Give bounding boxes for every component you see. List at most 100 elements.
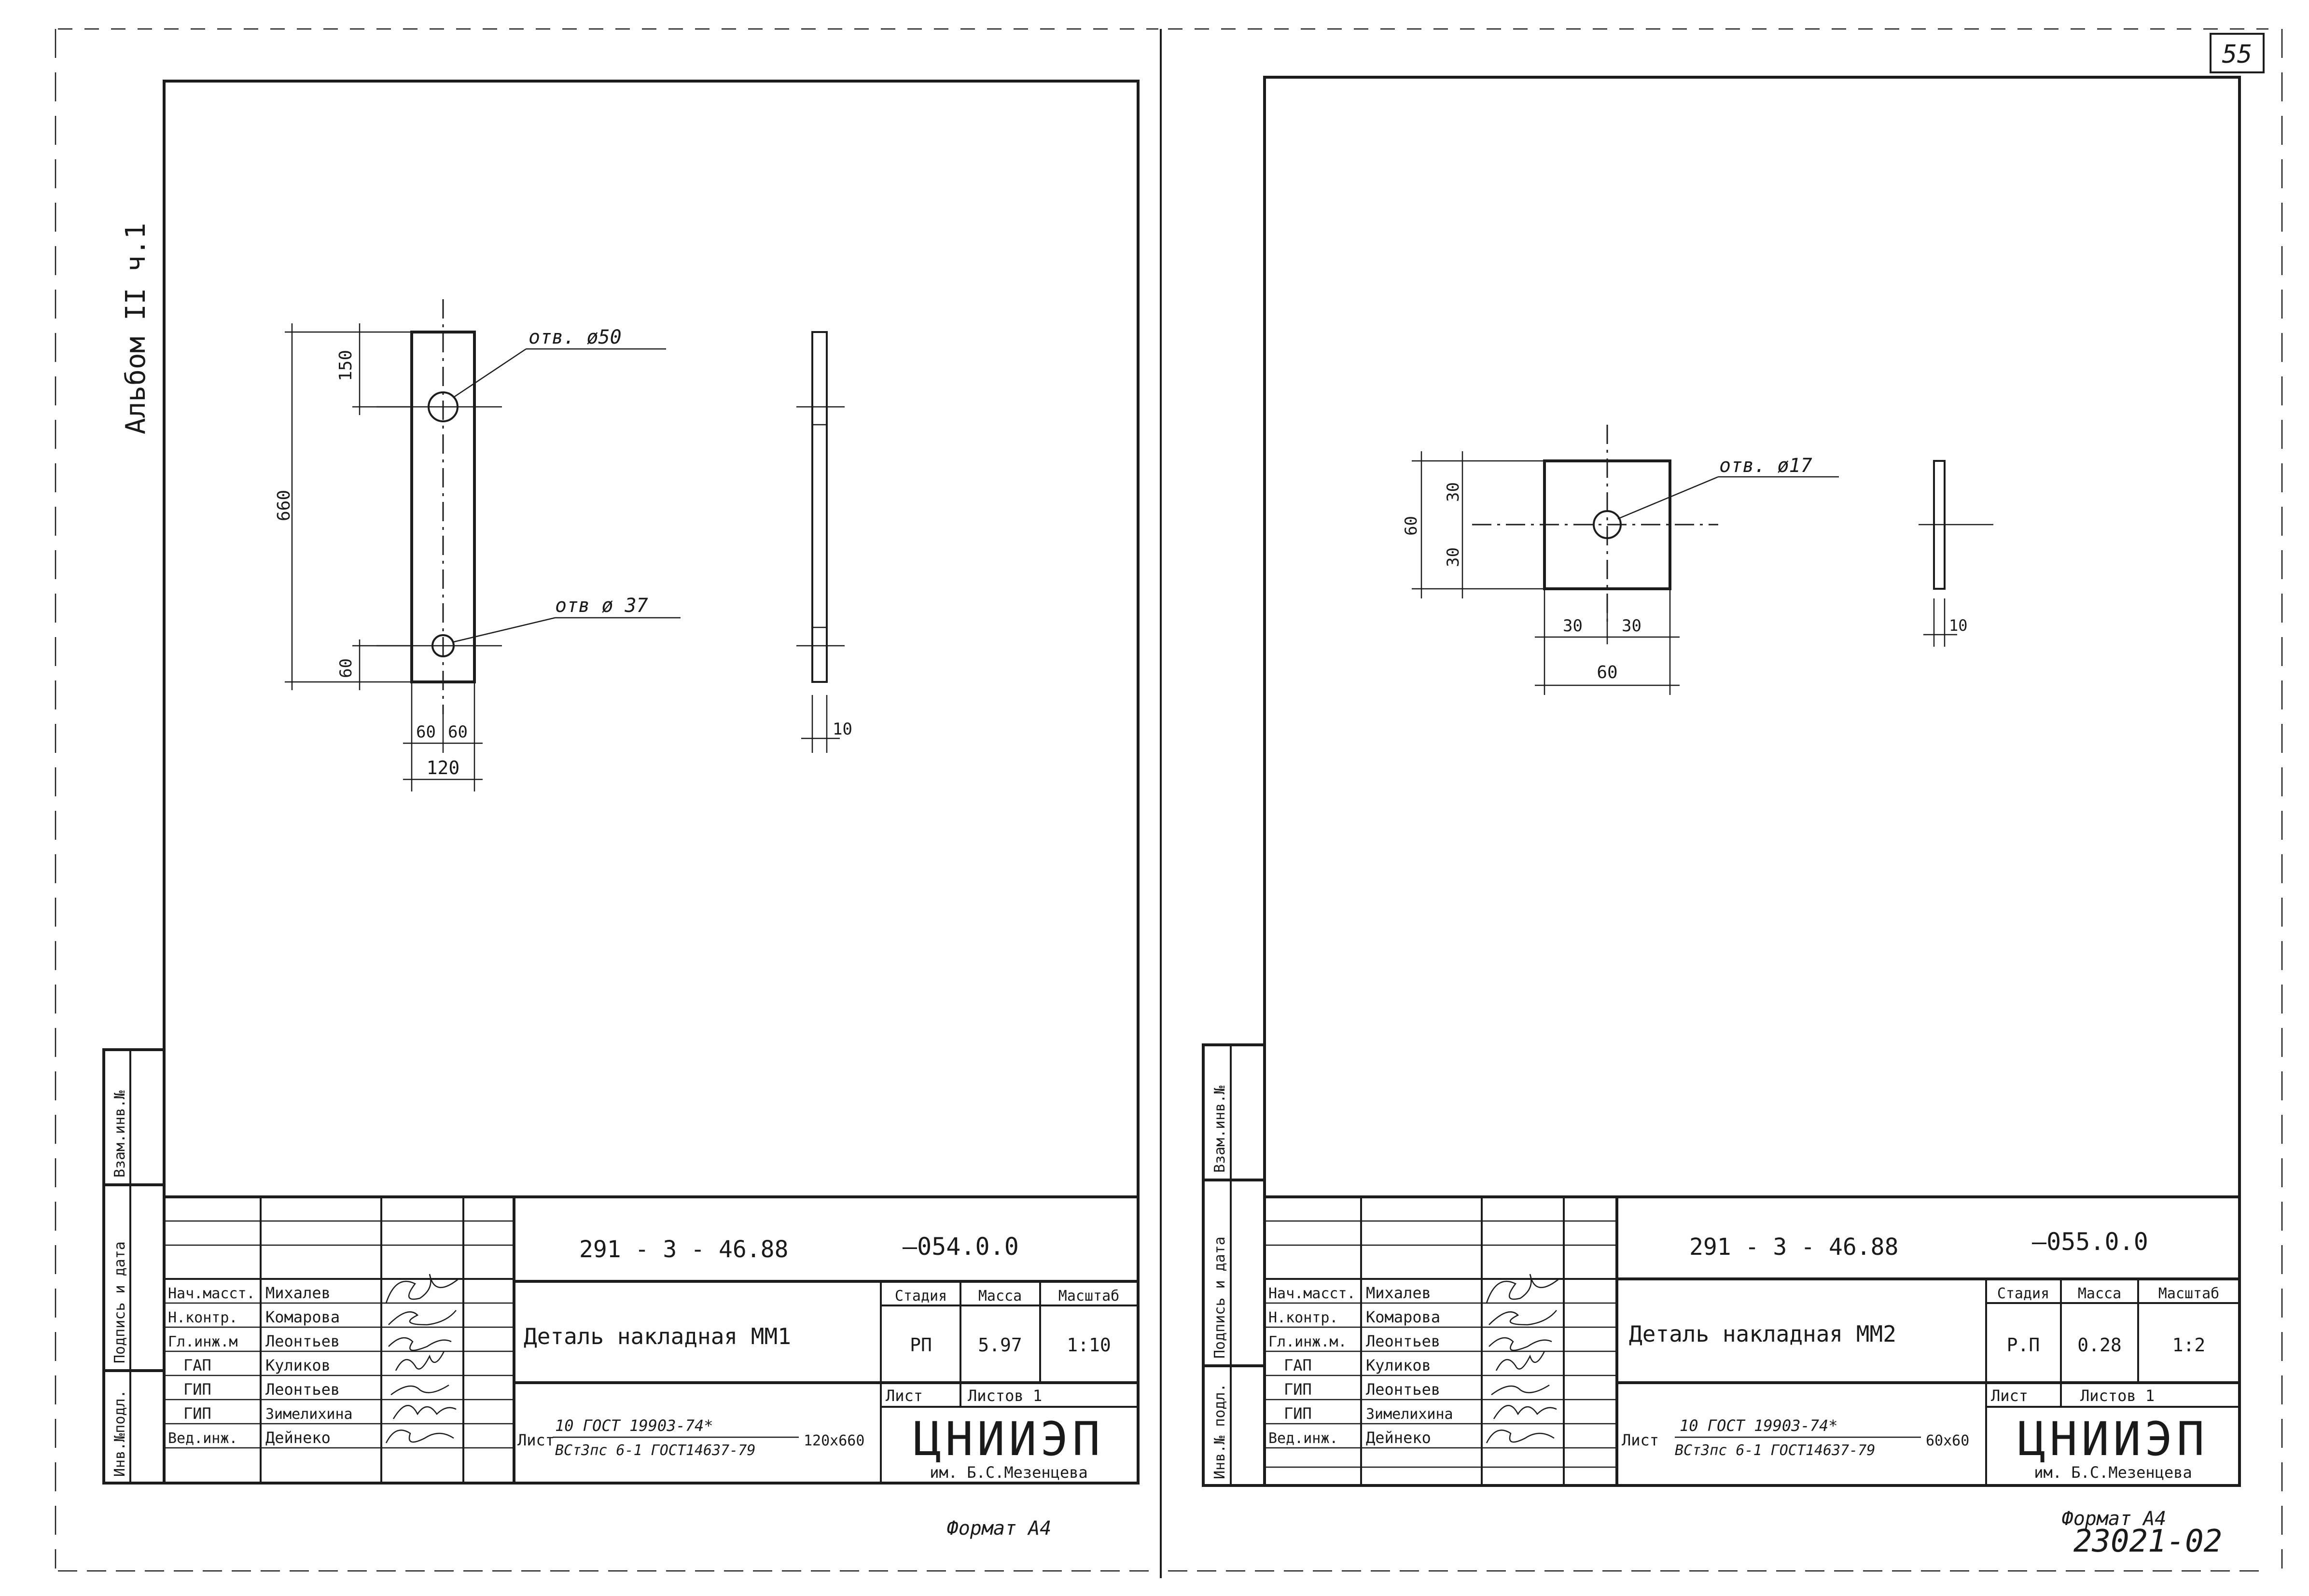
hole-label: отв. ø17 bbox=[1719, 455, 1812, 477]
col-header-mass: Масса bbox=[2078, 1285, 2121, 1302]
staff-role: ГАП bbox=[1284, 1356, 1312, 1374]
staff-name: Куликов bbox=[1366, 1356, 1431, 1374]
staff-name: Дейнеко bbox=[1366, 1429, 1431, 1447]
dim-30-d: 30 bbox=[1622, 616, 1641, 636]
page-frame bbox=[55, 28, 2283, 1578]
col-header-stage: Стадия bbox=[895, 1288, 947, 1305]
page-number: 55 bbox=[2222, 40, 2253, 69]
staff-role: Вед.инж. bbox=[168, 1430, 238, 1447]
sheets-count: Листов 1 bbox=[2080, 1387, 2155, 1405]
scale-value: 1:10 bbox=[1067, 1334, 1111, 1356]
dim-60-a: 60 bbox=[416, 722, 436, 742]
staff-role: Гл.инж.м. bbox=[1268, 1333, 1347, 1350]
title-block-right: Нач.масст. Михалев Н.контр. Комарова Гл.… bbox=[1265, 1195, 2239, 1530]
staff-name: Леонтьев bbox=[1366, 1332, 1440, 1350]
mass-value: 0.28 bbox=[2077, 1334, 2122, 1356]
dim-60-b: 60 bbox=[448, 722, 468, 742]
staff-role: ГИП bbox=[1284, 1404, 1312, 1423]
dim-10-mm1: 10 bbox=[833, 720, 852, 739]
dim-150: 150 bbox=[336, 350, 356, 381]
col-header-stage: Стадия bbox=[1997, 1285, 2049, 1302]
dim-60-v: 60 bbox=[336, 658, 356, 678]
sheet-code: –055.0.0 bbox=[2032, 1228, 2148, 1256]
staff-role: Н.контр. bbox=[168, 1309, 238, 1326]
scale-value: 1:2 bbox=[2172, 1334, 2206, 1356]
format-label: Формат А4 bbox=[947, 1517, 1052, 1540]
org-sub: им. Б.С.Мезенцева bbox=[930, 1463, 1088, 1482]
material-top: 10 ГОСТ 19903-74* bbox=[1680, 1416, 1838, 1435]
staff-name: Леонтьев bbox=[265, 1380, 340, 1399]
dim-120: 120 bbox=[427, 757, 460, 778]
staff-role: Вед.инж. bbox=[1268, 1430, 1338, 1447]
side-label-sign: Подпись и дата bbox=[111, 1241, 128, 1363]
staff-role: ГИП bbox=[183, 1404, 211, 1423]
staff-role: Гл.инж.м bbox=[168, 1333, 238, 1350]
staff-role: ГАП bbox=[183, 1356, 211, 1374]
part-title: Деталь накладная ММ1 bbox=[524, 1323, 791, 1349]
staff-role: ГИП bbox=[1284, 1380, 1312, 1399]
staff-role: Нач.масст. bbox=[168, 1285, 255, 1302]
side-label-replace: Взам.инв.№ bbox=[111, 1090, 128, 1178]
hole-top-label: отв. ø50 bbox=[529, 326, 622, 348]
part-title: Деталь накладная ММ2 bbox=[1629, 1321, 1896, 1347]
stage-value: РП bbox=[910, 1334, 932, 1356]
side-view-mm1 bbox=[811, 331, 828, 683]
org-name: ЦНИИЭП bbox=[914, 1412, 1104, 1466]
staff-name: Зимелихина bbox=[1366, 1406, 1453, 1423]
signatures bbox=[1486, 1274, 1559, 1443]
material-top: 10 ГОСТ 19903-74* bbox=[555, 1416, 713, 1435]
sheet-label: Лист bbox=[1991, 1387, 2028, 1405]
sheet-code: –054.0.0 bbox=[903, 1233, 1019, 1261]
material-bottom: ВСт3пс 6-1 ГОСТ14637-79 bbox=[555, 1442, 755, 1459]
dim-60-h: 60 bbox=[1597, 663, 1617, 682]
staff-role: ГИП bbox=[183, 1380, 211, 1399]
hole-17 bbox=[1593, 510, 1622, 539]
side-label-replace: Взам.инв.№ bbox=[1211, 1085, 1228, 1173]
title-block-left: Нач.масст. Михалев Н.контр. Комарова Гл.… bbox=[164, 1195, 1138, 1540]
album-label: Альбом II ч.1 bbox=[120, 223, 152, 434]
org-sub: им. Б.С.Мезенцева bbox=[2034, 1463, 2192, 1482]
hole-bottom-label: отв ø 37 bbox=[555, 595, 648, 617]
material-prefix: Лист bbox=[517, 1431, 555, 1449]
drawing-mm2: отв. ø17 60 30 30 30 30 60 10 bbox=[1402, 425, 1993, 695]
staff-name: Дейнеко bbox=[265, 1429, 331, 1447]
col-header-scale: Масштаб bbox=[2158, 1285, 2219, 1302]
dim-60-v: 60 bbox=[1402, 516, 1421, 536]
staff-name: Куликов bbox=[265, 1356, 331, 1374]
staff-name: Леонтьев bbox=[265, 1332, 340, 1350]
staff-name: Михалев bbox=[1366, 1284, 1431, 1302]
col-header-mass: Масса bbox=[978, 1288, 1022, 1305]
sheet-label: Лист bbox=[886, 1387, 923, 1405]
dim-30-a: 30 bbox=[1444, 482, 1463, 502]
staff-name: Комарова bbox=[1366, 1308, 1440, 1326]
side-label-inv: Инв.№подл. bbox=[111, 1389, 128, 1477]
page-number-box: 55 bbox=[2210, 33, 2265, 73]
staff-role: Н.контр. bbox=[1268, 1309, 1338, 1326]
mass-value: 5.97 bbox=[978, 1334, 1022, 1356]
stage-value: Р.П bbox=[2007, 1334, 2040, 1356]
right-sheet: Инв.№ подл. Подпись и дата Взам.инв.№ На… bbox=[1202, 76, 2241, 1530]
material-size: 120x660 bbox=[804, 1432, 864, 1449]
staff-name: Михалев bbox=[265, 1284, 331, 1302]
drawing-mm1: отв. ø50 отв ø 37 660 150 60 60 60 120 bbox=[274, 299, 852, 791]
left-sheet: Инв.№подл. Подпись и дата Взам.инв.№ bbox=[102, 80, 1140, 1540]
staff-name: Зимелихина bbox=[265, 1406, 353, 1423]
archive-number: 23021-02 bbox=[2073, 1524, 2222, 1559]
dim-10-mm2: 10 bbox=[1949, 616, 1968, 635]
format-label: Формат А4 bbox=[2062, 1508, 2167, 1530]
dim-30-b: 30 bbox=[1444, 547, 1463, 567]
staff-name: Леонтьев bbox=[1366, 1380, 1440, 1399]
dim-30-c: 30 bbox=[1563, 616, 1583, 636]
side-label-inv: Инв.№ подл. bbox=[1211, 1383, 1228, 1479]
material-prefix: Лист bbox=[1622, 1431, 1659, 1449]
drawing-number: 291 - 3 - 46.88 bbox=[1689, 1234, 1898, 1261]
staff-role: Нач.масст. bbox=[1268, 1285, 1356, 1302]
drawing-number: 291 - 3 - 46.88 bbox=[579, 1236, 788, 1263]
material-bottom: ВСт3пс 6-1 ГОСТ14637-79 bbox=[1675, 1442, 1875, 1459]
sheets-count: Листов 1 bbox=[968, 1387, 1042, 1405]
org-name: ЦНИИЭП bbox=[2018, 1412, 2209, 1466]
material-size: 60x60 bbox=[1926, 1432, 1969, 1449]
staff-name: Комарова bbox=[265, 1308, 340, 1326]
dim-660: 660 bbox=[274, 490, 294, 521]
